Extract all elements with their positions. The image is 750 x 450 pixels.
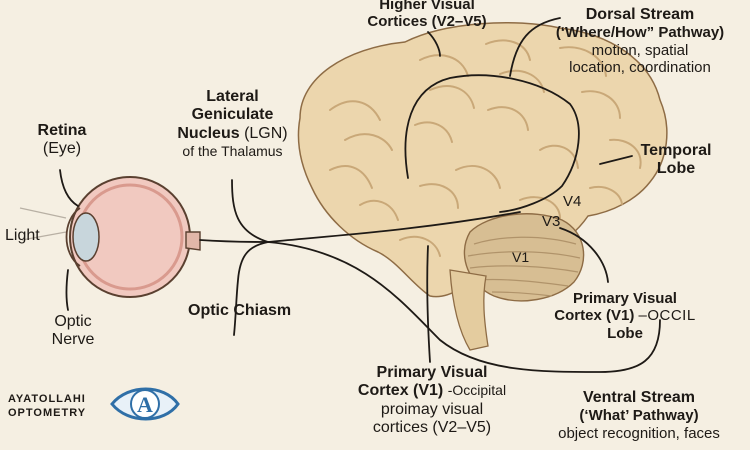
light-rays	[19, 207, 67, 241]
lgn-line4: of the Thalamus	[182, 143, 283, 160]
v1-bottom-leader	[426, 245, 431, 363]
pvc-right-line3: Lobe	[607, 324, 643, 342]
chiasm-branch-path	[233, 241, 269, 336]
light-label: Light	[5, 227, 40, 244]
retina-sub: (Eye)	[42, 140, 82, 158]
cerebrum-shape	[297, 22, 668, 298]
temporal-lobe-label: Temporal Lobe	[628, 142, 724, 179]
ventral-path	[267, 241, 661, 373]
optic-radiation-path	[267, 211, 521, 243]
ventral-sub: (‘What’ Pathway)	[579, 407, 699, 425]
v4-label: V4	[563, 193, 582, 210]
optic-nerve-line2: Nerve	[51, 331, 95, 349]
dorsal-loop	[404, 74, 580, 213]
higher-visual-line1: Higher Visual	[379, 0, 475, 13]
retina-leader	[59, 169, 79, 207]
dorsal-desc-2: location, coordination	[569, 58, 711, 76]
ventral-title: Ventral Stream	[582, 389, 696, 406]
retina-title: Retina	[37, 122, 87, 139]
lgn-line2: Geniculate	[191, 106, 274, 124]
higher-visual-label: Higher Visual Cortices (V2–V5)	[352, 0, 502, 31]
logo-text: AYATOLLAHI OPTOMETRY	[8, 393, 86, 421]
optic-nerve-line1: Optic	[54, 313, 92, 330]
logo-letter: A	[137, 392, 153, 417]
higher-visual-leader	[427, 31, 441, 57]
logo-mark	[110, 387, 180, 421]
lgn-leader	[231, 179, 269, 243]
ventral-stream-label: Ventral Stream (‘What’ Pathway) object r…	[530, 389, 748, 442]
ventral-desc: object recognition, faces	[558, 424, 720, 442]
retina-label: Retina (Eye)	[22, 122, 102, 159]
dorsal-desc-1: motion, spatial	[591, 41, 689, 59]
cerebellum-folds	[467, 236, 581, 297]
logo-iris	[130, 389, 160, 419]
primary-visual-bottom-label: Primary Visual Cortex (V1) -Occipital pr…	[342, 364, 522, 438]
lgn-line3-rest: (LGN)	[239, 124, 288, 142]
higher-visual-line2: Cortices (V2–V5)	[367, 13, 487, 31]
v3-label: V3	[542, 213, 561, 230]
optic-nerve-stub	[185, 231, 201, 251]
pvc-right-line2a: Cortex (V1)	[554, 307, 635, 325]
pvc-right-line2b: –OCCIL	[638, 307, 696, 325]
pathway-lines	[59, 17, 661, 373]
dorsal-stream-label: Dorsal Stream (‘Where/How” Pathway) moti…	[535, 6, 745, 76]
logo-line1: AYATOLLAHI	[8, 393, 86, 405]
pvc-bottom-line2a: Cortex (V1)	[357, 382, 444, 400]
pvc-bottom-line3: proimay visual	[380, 400, 484, 418]
lens-shape	[72, 212, 100, 262]
v1-label: V1	[512, 249, 530, 265]
brain-illustration	[297, 22, 668, 351]
temporal-leader	[599, 155, 633, 165]
dorsal-title: Dorsal Stream	[585, 6, 695, 23]
cornea-shape	[65, 207, 81, 267]
primary-visual-right-label: Primary Visual Cortex (V1) –OCCIL Lobe	[540, 290, 710, 342]
pvc-right-line1: Primary Visual	[573, 290, 677, 307]
v1-right-leader	[559, 227, 609, 283]
brainstem-shape	[449, 269, 489, 351]
optic-nerve-path	[199, 239, 269, 243]
temporal-line2: Lobe	[656, 160, 696, 178]
lgn-line3-bold: Nucleus	[177, 124, 240, 142]
dorsal-sub: (‘Where/How” Pathway)	[555, 24, 725, 42]
temporal-line1: Temporal	[640, 142, 712, 159]
optic-nerve-label: Optic Nerve	[38, 313, 108, 350]
logo-line2: OPTOMETRY	[8, 406, 87, 419]
lgn-line1: Lateral	[206, 88, 259, 105]
pvc-bottom-line1: Primary Visual	[376, 364, 488, 381]
pvc-bottom-line4: cortices (V2–V5)	[372, 419, 492, 437]
lgn-label: Lateral Geniculate Nucleus (LGN) of the …	[165, 88, 300, 159]
optic-nerve-leader	[65, 269, 69, 311]
pvc-bottom-line2b: -Occipital	[447, 382, 507, 399]
eye-illustration	[65, 176, 201, 298]
optic-chiasm-label: Optic Chiasm	[188, 302, 292, 319]
dorsal-leader	[509, 17, 561, 77]
